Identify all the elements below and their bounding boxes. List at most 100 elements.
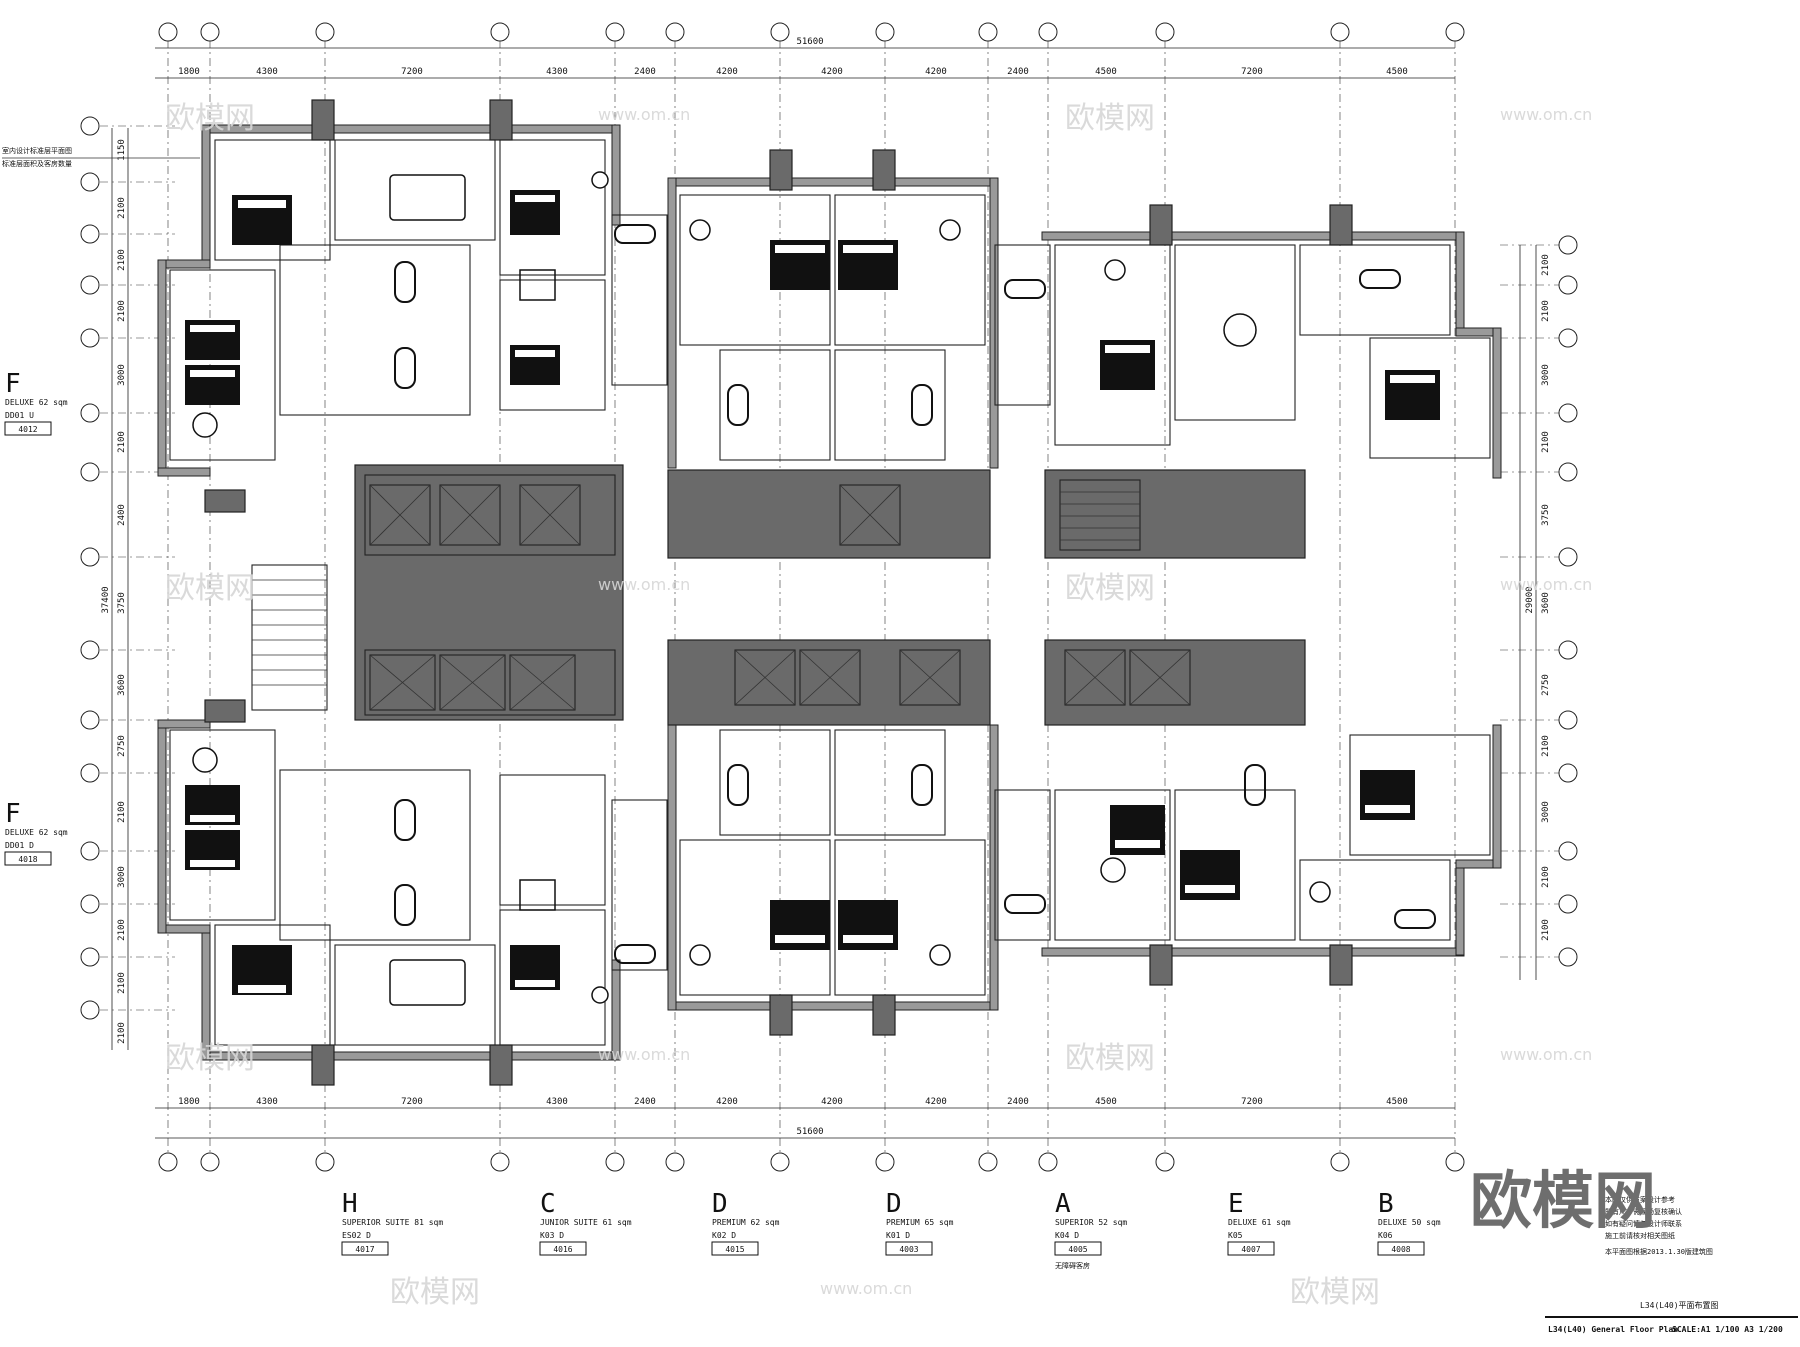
left-dim: 2400 (117, 504, 127, 526)
left-dim: 2100 (117, 249, 127, 271)
top-dim: 4300 (546, 67, 568, 77)
bed-icon (1100, 340, 1155, 390)
bed-icon (1360, 770, 1415, 820)
bed-icon (185, 320, 240, 360)
room-letter: E (1228, 1189, 1244, 1219)
right-dim: 2100 (1541, 735, 1551, 757)
watermark-url: www.om.cn (1500, 105, 1592, 124)
top-total-dimension: 51600 (796, 37, 823, 47)
room-number: 4003 (899, 1245, 918, 1254)
top-dim: 4500 (1095, 67, 1117, 77)
title-block: L34(L40)平面布置图 L34(L40) General Floor Pla… (1545, 1300, 1798, 1334)
left-dim: 2100 (117, 197, 127, 219)
watermark-url: www.om.cn (1500, 1045, 1592, 1064)
left-dim: 2750 (117, 735, 127, 757)
room-tag-h: H SUPERIOR SUITE 81 sqm ES02 D 4017 (341, 1189, 443, 1256)
left-total-dimension: 37400 (101, 586, 111, 613)
bed-icon (185, 785, 240, 825)
top-dim: 4500 (1386, 67, 1408, 77)
watermarks: 欧模网 www.om.cn 欧模网 www.om.cn 欧模网 www.om.c… (165, 101, 1592, 1310)
round-table-icon (192, 171, 1331, 1004)
top-dim: 1800 (178, 67, 200, 77)
left-dim: 2100 (117, 431, 127, 453)
room-type: DELUXE 61 sqm (1228, 1218, 1291, 1227)
left-dimensions: 37400 1150 2100 2100 2100 3000 2100 2400… (101, 139, 127, 1044)
right-dim: 2100 (1541, 254, 1551, 276)
annotation-line: 标准层面积及客房数量 (2, 159, 72, 168)
brand-logo-text: 欧模网 (1470, 1164, 1656, 1237)
right-dim: 2750 (1541, 674, 1551, 696)
building-walls (157, 99, 1502, 1086)
left-dim: 2100 (117, 801, 127, 823)
watermark-text: 欧模网 (165, 1041, 255, 1076)
bed-icon (1180, 850, 1240, 900)
right-dimensions: 29000 2100 2100 3000 2100 3750 3600 2750… (1525, 254, 1551, 941)
room-code: K05 (1228, 1231, 1243, 1240)
annotation-line: 室内设计标准层平面图 (2, 146, 72, 155)
sofa-icon (389, 174, 556, 1006)
notes-footer: 本平面图根据2013.1.30版建筑图 (1605, 1247, 1713, 1256)
bottom-dim: 4200 (821, 1097, 843, 1107)
room-number: 4018 (18, 855, 37, 864)
watermark-text: 欧模网 (1065, 101, 1155, 136)
bottom-dim: 1800 (178, 1097, 200, 1107)
room-code: K01 D (886, 1231, 910, 1240)
bottom-dimensions: 51600 1800 4300 7200 4300 2400 4200 4200… (178, 1097, 1408, 1137)
room-number: 4007 (1241, 1245, 1260, 1254)
room-partitions (169, 139, 1491, 1046)
room-tag-c: C JUNIOR SUITE 61 sqm K03 D 4016 (539, 1189, 632, 1256)
bottom-total-dimension: 51600 (796, 1127, 823, 1137)
right-dim: 2100 (1541, 300, 1551, 322)
plan-title-cn: L34(L40)平面布置图 (1640, 1300, 1719, 1310)
room-code: K02 D (712, 1231, 736, 1240)
plan-scale: SCALE:A1 1/100 A3 1/200 (1672, 1325, 1783, 1334)
room-tag-b: B DELUXE 50 sqm K06 4008 (1377, 1189, 1441, 1256)
room-type: JUNIOR SUITE 61 sqm (540, 1218, 632, 1227)
watermark-url: www.om.cn (1500, 575, 1592, 594)
left-room-tag-upper: F DELUXE 62 sqm DD01 U 4012 (4, 369, 68, 436)
room-type: SUPERIOR 52 sqm (1055, 1218, 1127, 1227)
bed-icon (770, 900, 830, 950)
bottom-dim: 4500 (1386, 1097, 1408, 1107)
top-dim: 4300 (256, 67, 278, 77)
bed-icon (838, 900, 898, 950)
room-type: SUPERIOR SUITE 81 sqm (342, 1218, 443, 1227)
left-dim: 2100 (117, 919, 127, 941)
watermark-text: 欧模网 (1290, 1275, 1380, 1310)
room-letter: H (342, 1189, 358, 1219)
plan-title-en: L34(L40) General Floor Plan (1548, 1325, 1678, 1334)
top-dim: 4200 (925, 67, 947, 77)
left-dim: 2100 (117, 300, 127, 322)
bed-icon (232, 195, 292, 245)
top-dim: 2400 (1007, 67, 1029, 77)
left-annotation: 室内设计标准层平面图 标准层面积及客房数量 (2, 146, 200, 168)
room-type: DELUXE 62 sqm (5, 398, 68, 407)
right-dim: 2100 (1541, 919, 1551, 941)
room-code: K03 D (540, 1231, 564, 1240)
watermark-text: 欧模网 (390, 1275, 480, 1310)
bottom-dim: 2400 (1007, 1097, 1029, 1107)
bottom-dim: 4200 (716, 1097, 738, 1107)
watermark-text: 欧模网 (1065, 571, 1155, 606)
bed-icon (510, 190, 560, 235)
right-dim: 3600 (1541, 592, 1551, 614)
bottom-dim: 4300 (256, 1097, 278, 1107)
room-code: DD01 D (5, 841, 34, 850)
right-dim: 3750 (1541, 504, 1551, 526)
left-dim: 3750 (117, 592, 127, 614)
left-dim: 2100 (117, 972, 127, 994)
watermark-text: 欧模网 (165, 101, 255, 136)
bathtub-icon (394, 224, 1436, 964)
watermark-url: www.om.cn (820, 1279, 912, 1298)
room-letter: D (886, 1189, 902, 1219)
notes-block: 本图仅供方案设计参考 所有尺寸需现场复核确认 如有疑问请与设计师联系 施工前请核… (1605, 1195, 1713, 1256)
room-a-note: 无障碍客房 (1055, 1261, 1090, 1270)
bed-icon (510, 345, 560, 385)
bed-icon (510, 945, 560, 990)
left-dim: 1150 (117, 139, 127, 161)
bed-icon (1110, 805, 1165, 855)
watermark-url: www.om.cn (598, 1045, 690, 1064)
bottom-dim: 7200 (401, 1097, 423, 1107)
left-dim: 3000 (117, 364, 127, 386)
top-dim: 4200 (821, 67, 843, 77)
